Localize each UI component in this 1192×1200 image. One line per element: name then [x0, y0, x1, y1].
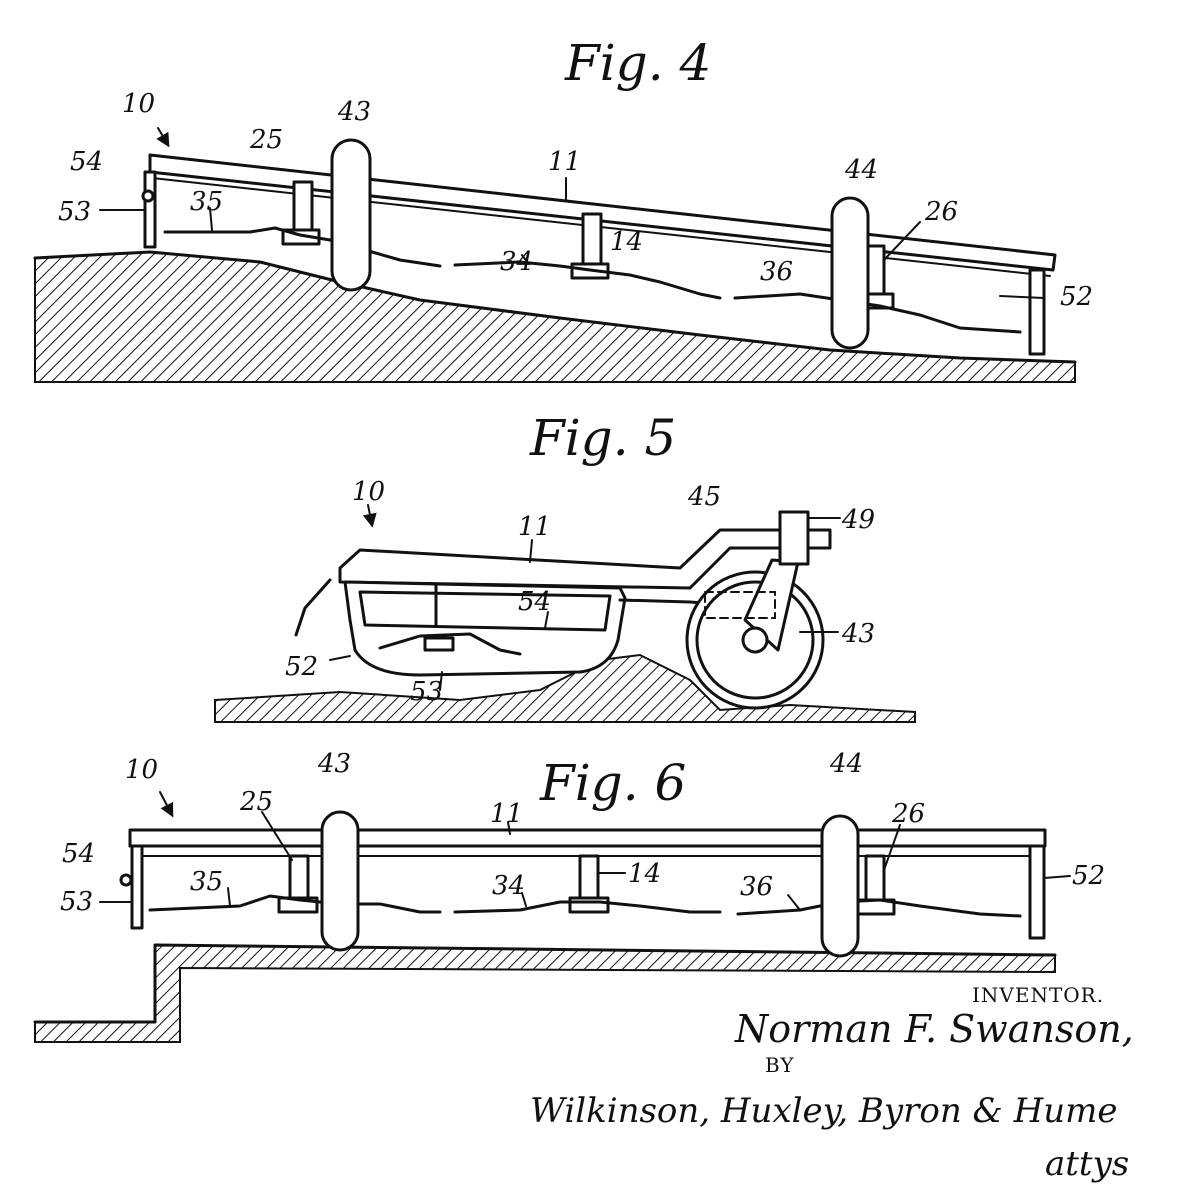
fig6-leader-36 — [787, 894, 801, 911]
fig5-wheel-rim — [695, 580, 815, 700]
fig5-ref-52: 52 — [285, 652, 318, 682]
fig6-post-52 — [1028, 844, 1046, 940]
fig4-wheel-43 — [330, 138, 372, 292]
fig5-leader-53 — [439, 671, 443, 691]
figure-5: Fig. 5 10 11 45 49 54 43 — [214, 409, 916, 723]
fig5-ref-54: 54 — [518, 587, 551, 617]
fig6-leader-34 — [521, 892, 527, 907]
fig6-leader-35 — [227, 887, 231, 907]
fig6-ref-25: 25 — [239, 787, 273, 817]
fig6-leader-11 — [507, 821, 511, 835]
inventor-block: INVENTOR. Norman F. Swanson, BY Wilkinso… — [530, 983, 1134, 1184]
fig4-leader-52 — [999, 295, 1045, 299]
fig6-ref-35: 35 — [190, 867, 223, 897]
fig6-ref-52: 52 — [1072, 861, 1105, 891]
fig5-ref-11: 11 — [518, 512, 551, 542]
fig6-frame — [128, 828, 1047, 848]
fig4-wheel-44 — [830, 196, 870, 350]
fig6-ref-44: 44 — [829, 749, 863, 779]
fig6-wheel-43 — [320, 810, 360, 952]
fig6-ref-54: 54 — [62, 839, 95, 869]
fig4-ref-34: 34 — [500, 247, 533, 277]
fig4-ref-10: 10 — [122, 89, 155, 119]
fig6-ref-34: 34 — [492, 871, 525, 901]
fig4-ref-44: 44 — [844, 155, 878, 185]
fig4-leader-34 — [521, 254, 529, 264]
fig5-hook-52 — [294, 578, 332, 637]
fig4-knob-54 — [141, 189, 155, 203]
fig5-blade — [378, 632, 522, 656]
fig6-ref-36: 36 — [740, 872, 773, 902]
fig6-nut-14 — [568, 896, 610, 914]
fig5-ground — [214, 653, 916, 723]
fig6-post-53 — [130, 844, 144, 930]
fig4-title: Fig. 4 — [564, 34, 711, 92]
fig6-ref-11: 11 — [490, 799, 523, 829]
fig6-wheel-44 — [820, 814, 860, 958]
fig5-title: Fig. 5 — [529, 409, 676, 467]
fig6-leader-52 — [1043, 875, 1071, 879]
fig4-leader-26 — [883, 221, 921, 261]
inventor-heading: INVENTOR. — [972, 983, 1104, 1007]
fig6-title: Fig. 6 — [539, 754, 686, 812]
fig5-leader-54 — [544, 611, 549, 629]
fig5-leader-11 — [529, 539, 533, 563]
fig4-blade-35 — [163, 226, 442, 268]
fig5-leader-52 — [329, 655, 351, 661]
fig4-ground-surface — [33, 250, 1077, 364]
fig6-leader-25 — [261, 811, 293, 861]
figure-6: Fig. 6 10 — [33, 749, 1105, 1043]
attorneys-abbrev: attys — [1045, 1144, 1129, 1184]
fig4-ref-53: 53 — [58, 197, 91, 227]
fig6-hanger-25 — [288, 854, 310, 900]
by-label: BY — [765, 1053, 795, 1077]
fig4-ref-36: 36 — [760, 257, 793, 287]
fig5-ref-10: 10 — [352, 477, 385, 507]
figure-4: Fig. 4 10 54 53 — [33, 34, 1093, 383]
fig6-ref-14: 14 — [628, 859, 661, 889]
fig4-post-52 — [1028, 268, 1046, 356]
fig6-leader-26 — [883, 824, 901, 871]
fig4-ref-14: 14 — [610, 227, 643, 257]
inventor-name: Norman F. Swanson, — [734, 1007, 1134, 1051]
fig4-ref-54: 54 — [70, 147, 103, 177]
fig5-ref-45: 45 — [687, 482, 721, 512]
fig5-housing-inner — [358, 590, 612, 632]
fig4-post-53 — [143, 170, 157, 249]
fig6-blade-35 — [148, 894, 442, 914]
fig4-ref-43: 43 — [337, 97, 371, 127]
fig4-blade-36 — [733, 292, 1022, 334]
fig4-leader-35 — [209, 207, 213, 231]
fig6-hanger-14 — [578, 854, 600, 900]
fig6-leader-10 — [159, 791, 174, 818]
fig6-hanger-26 — [864, 854, 886, 902]
fig5-ref-49: 49 — [841, 505, 875, 535]
fig5-ref-53: 53 — [410, 677, 443, 707]
fig5-post-49 — [778, 510, 810, 566]
fig6-blade-34 — [453, 900, 722, 914]
fig5-hidden-outline — [704, 591, 776, 619]
fig6-ground-surface — [33, 943, 1057, 1024]
fig4-ref-26: 26 — [924, 197, 958, 227]
fig6-ref-26: 26 — [891, 799, 925, 829]
fig5-leader-10 — [362, 504, 377, 528]
fig6-ref-53: 53 — [60, 887, 93, 917]
fig4-ref-35: 35 — [190, 187, 223, 217]
fig4-ref-52: 52 — [1060, 282, 1093, 312]
fig4-leader-10 — [156, 127, 170, 148]
fig4-ref-25: 25 — [249, 125, 283, 155]
fig4-ref-11: 11 — [548, 147, 581, 177]
fig4-hanger-25 — [292, 180, 314, 232]
fig5-nut — [423, 636, 455, 652]
fig6-ref-10: 10 — [125, 755, 158, 785]
fig5-axle — [741, 626, 769, 654]
fig5-ref-43: 43 — [841, 619, 875, 649]
fig4-hanger-14 — [581, 212, 603, 266]
attorneys-signature: Wilkinson, Huxley, Byron & Hume — [530, 1091, 1118, 1131]
fig6-knob-54 — [119, 873, 133, 887]
fig4-frame — [148, 153, 1057, 272]
fig6-ref-43: 43 — [317, 749, 351, 779]
